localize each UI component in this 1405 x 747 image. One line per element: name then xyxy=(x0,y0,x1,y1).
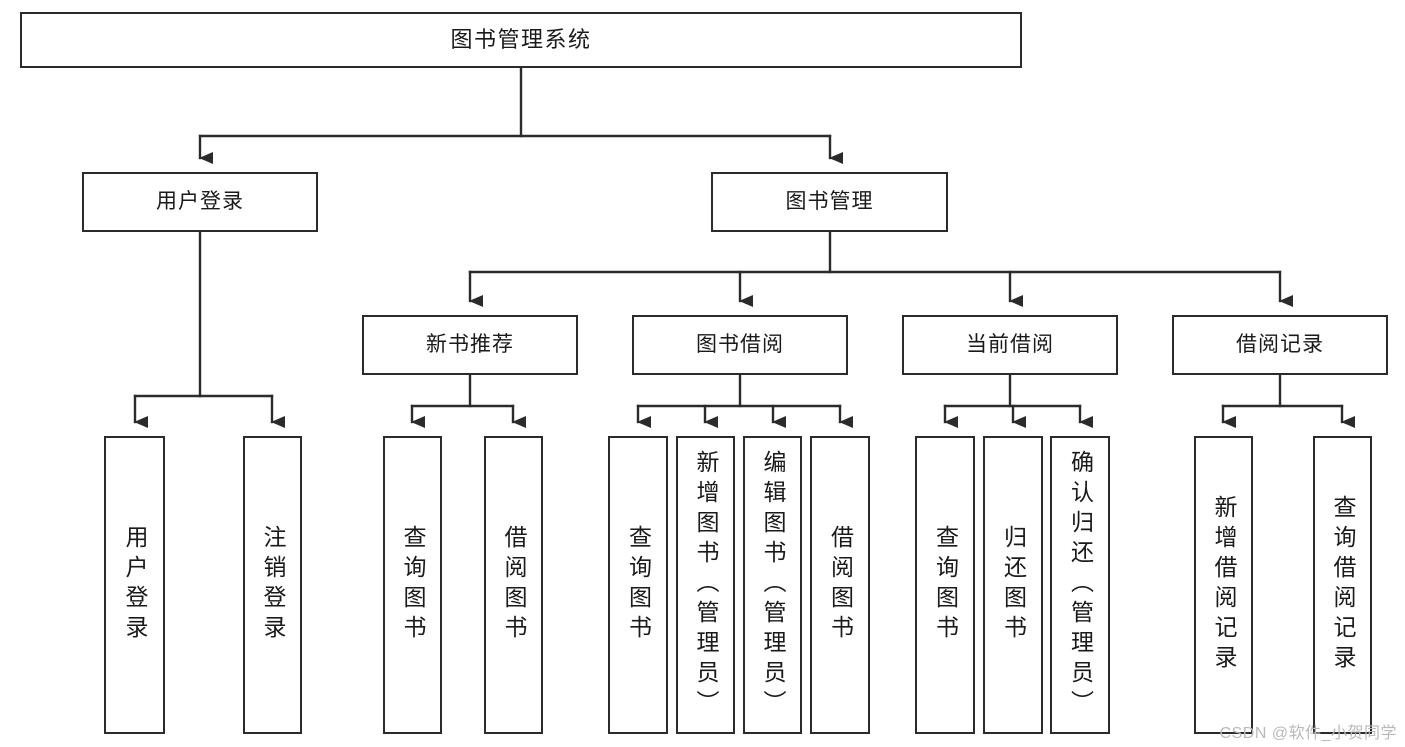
leaf-edit-book-admin[interactable]: 编辑图书（管理员） xyxy=(743,436,802,734)
node-root-system[interactable]: 图书管理系统 xyxy=(20,12,1022,68)
node-label: 确认归还（管理员） xyxy=(1067,450,1094,720)
leaf-return-book[interactable]: 归还图书 xyxy=(983,436,1043,734)
node-label: 图书管理 xyxy=(785,189,874,213)
node-label: 编辑图书（管理员） xyxy=(760,450,786,720)
leaf-query-book-current[interactable]: 查询图书 xyxy=(915,436,975,734)
leaf-query-book-borrow[interactable]: 查询图书 xyxy=(608,436,668,734)
leaf-borrow-book-recommend[interactable]: 借阅图书 xyxy=(484,436,543,734)
leaf-borrow-book[interactable]: 借阅图书 xyxy=(810,436,870,734)
node-book-management[interactable]: 图书管理 xyxy=(711,172,948,232)
node-current-borrow[interactable]: 当前借阅 xyxy=(902,315,1118,375)
node-user-login[interactable]: 用户登录 xyxy=(82,172,318,232)
watermark: CSDN @软件_小贺同学 xyxy=(1219,725,1397,742)
node-label: 注销登录 xyxy=(260,525,286,645)
leaf-add-book-admin[interactable]: 新增图书（管理员） xyxy=(676,436,735,734)
node-label: 查询图书 xyxy=(625,525,652,645)
node-label: 借阅图书 xyxy=(827,525,854,645)
node-label: 新增图书（管理员） xyxy=(693,450,719,720)
node-label: 查询借阅记录 xyxy=(1330,495,1356,675)
leaf-user-login[interactable]: 用户登录 xyxy=(104,436,165,734)
leaf-user-logout[interactable]: 注销登录 xyxy=(243,436,302,734)
node-borrow-record[interactable]: 借阅记录 xyxy=(1172,315,1388,375)
node-label: 图书管理系统 xyxy=(450,27,592,53)
node-new-book-recommend[interactable]: 新书推荐 xyxy=(362,315,578,375)
node-book-borrow[interactable]: 图书借阅 xyxy=(632,315,848,375)
node-label: 归还图书 xyxy=(1000,525,1027,645)
node-label: 当前借阅 xyxy=(966,332,1054,356)
node-label: 查询图书 xyxy=(400,525,426,645)
node-label: 借阅图书 xyxy=(501,525,527,645)
node-label: 借阅记录 xyxy=(1236,332,1324,356)
leaf-add-borrow-record[interactable]: 新增借阅记录 xyxy=(1194,436,1253,734)
leaf-query-borrow-record[interactable]: 查询借阅记录 xyxy=(1313,436,1372,734)
node-label: 新增借阅记录 xyxy=(1211,495,1237,675)
node-label: 用户登录 xyxy=(156,189,244,213)
node-label: 用户登录 xyxy=(122,525,148,645)
node-label: 新书推荐 xyxy=(426,332,514,356)
node-label: 查询图书 xyxy=(932,525,959,645)
leaf-query-book-recommend[interactable]: 查询图书 xyxy=(383,436,442,734)
leaf-confirm-return-admin[interactable]: 确认归还（管理员） xyxy=(1050,436,1110,734)
node-label: 图书借阅 xyxy=(696,332,784,356)
